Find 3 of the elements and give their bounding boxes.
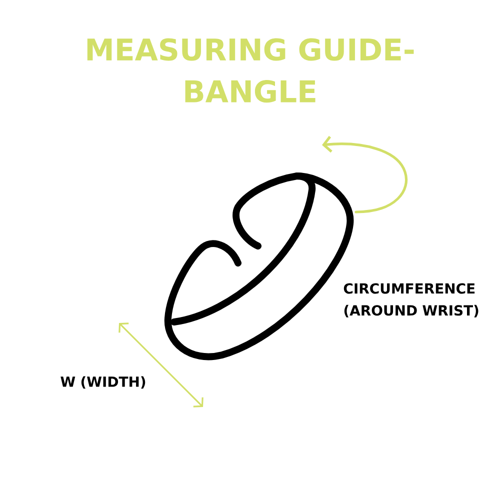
title: MEASURING GUIDE- BANGLE [87,38,414,103]
dimension-label: W (WIDTH) [60,376,146,389]
dimension-label: CIRCUMFERENCE (AROUND WRIST) [344,283,478,318]
